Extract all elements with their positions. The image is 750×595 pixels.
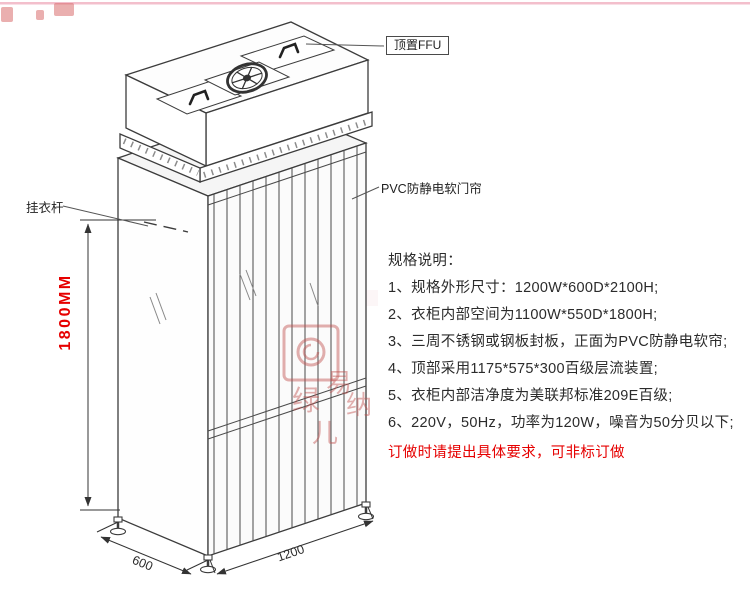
watermark-char: 绿: [292, 385, 320, 416]
label-pvc-curtain: PVC防静电软门帘: [381, 178, 482, 197]
depth-dim-text: 600: [130, 553, 155, 574]
leader-top-ffu: [305, 43, 385, 47]
cabinet-front-face: [207, 142, 367, 557]
stamp-watermark-text: 易 纳 绿 儿: [292, 368, 372, 448]
stamp-fragment: [1, 7, 13, 22]
spec-item: 6、220V，50Hz，功率为120W，噪音为50分贝以下;: [388, 415, 734, 431]
ffu-access-panel-front: [155, 80, 243, 115]
spec-custom-note: 订做时请提出具体要求，可非标订做: [388, 445, 625, 461]
leader-hanger-rod: [62, 205, 149, 227]
spec-item: 5、衣柜内部洁净度为美联邦标准209E百级;: [388, 388, 673, 404]
handle-icon: [278, 42, 300, 59]
spec-block: 规格说明： 1、规格外形尺寸：1200W*600D*2100H; 2、衣柜内部空…: [388, 248, 744, 467]
dimension-lines: [80, 219, 374, 575]
label-hanger-rod-text: 挂衣杆: [26, 201, 64, 215]
pvc-curtain-strips: [207, 146, 367, 554]
spec-item: 3、三周不锈钢或钢板封板，正面为PVC防静电软帘;: [388, 334, 728, 350]
leader-pvc-curtain: [351, 186, 380, 200]
flange-ticks-left: [122, 138, 200, 176]
ffu-fan-icon: [226, 62, 268, 94]
watermark-char: 易: [326, 368, 352, 398]
watermark-char: 儿: [312, 418, 338, 448]
ffu-unit: [119, 21, 373, 183]
header-pink-line: [0, 2, 750, 5]
height-dim-text: 1800MM: [57, 273, 74, 350]
curtain-top-rail: [207, 151, 367, 206]
flange-ticks-front: [203, 118, 371, 178]
stamp-fragment: [54, 3, 74, 16]
label-top-ffu: 顶置FFU: [386, 36, 450, 55]
front-crossbar: [207, 377, 367, 432]
width-dim-text: 1200: [275, 542, 306, 564]
depth-dim-line: [100, 536, 192, 575]
stamp-swirl-icon: [296, 337, 326, 367]
reflection-marks: [149, 269, 319, 325]
label-hanger-rod: 挂衣杆: [26, 197, 64, 216]
leader-lines: [62, 43, 385, 227]
cabinet-body: [116, 104, 368, 557]
label-pvc-curtain-text: PVC防静电软门帘: [381, 182, 482, 196]
stamp-fragment: [36, 10, 44, 20]
hanger-rod: [143, 221, 189, 233]
stamp-watermark: [282, 324, 340, 382]
stamp-logo-square: [282, 324, 340, 382]
foot-plate: [113, 516, 123, 523]
label-top-ffu-text: 顶置FFU: [394, 38, 442, 52]
cabinet-left-face: [117, 157, 209, 557]
watermark-char: 纳: [346, 390, 372, 420]
width-dim-line: [216, 520, 374, 575]
spec-heading: 规格说明：: [388, 253, 462, 269]
handle-icon: [188, 89, 210, 106]
leveling-feet: [109, 501, 375, 574]
spec-item: 1、规格外形尺寸：1200W*600D*2100H;: [388, 280, 659, 296]
spec-item: 4、顶部采用1175*575*300百级层流装置;: [388, 361, 658, 377]
spec-item: 2、衣柜内部空间为1100W*550D*1800H;: [388, 307, 658, 323]
